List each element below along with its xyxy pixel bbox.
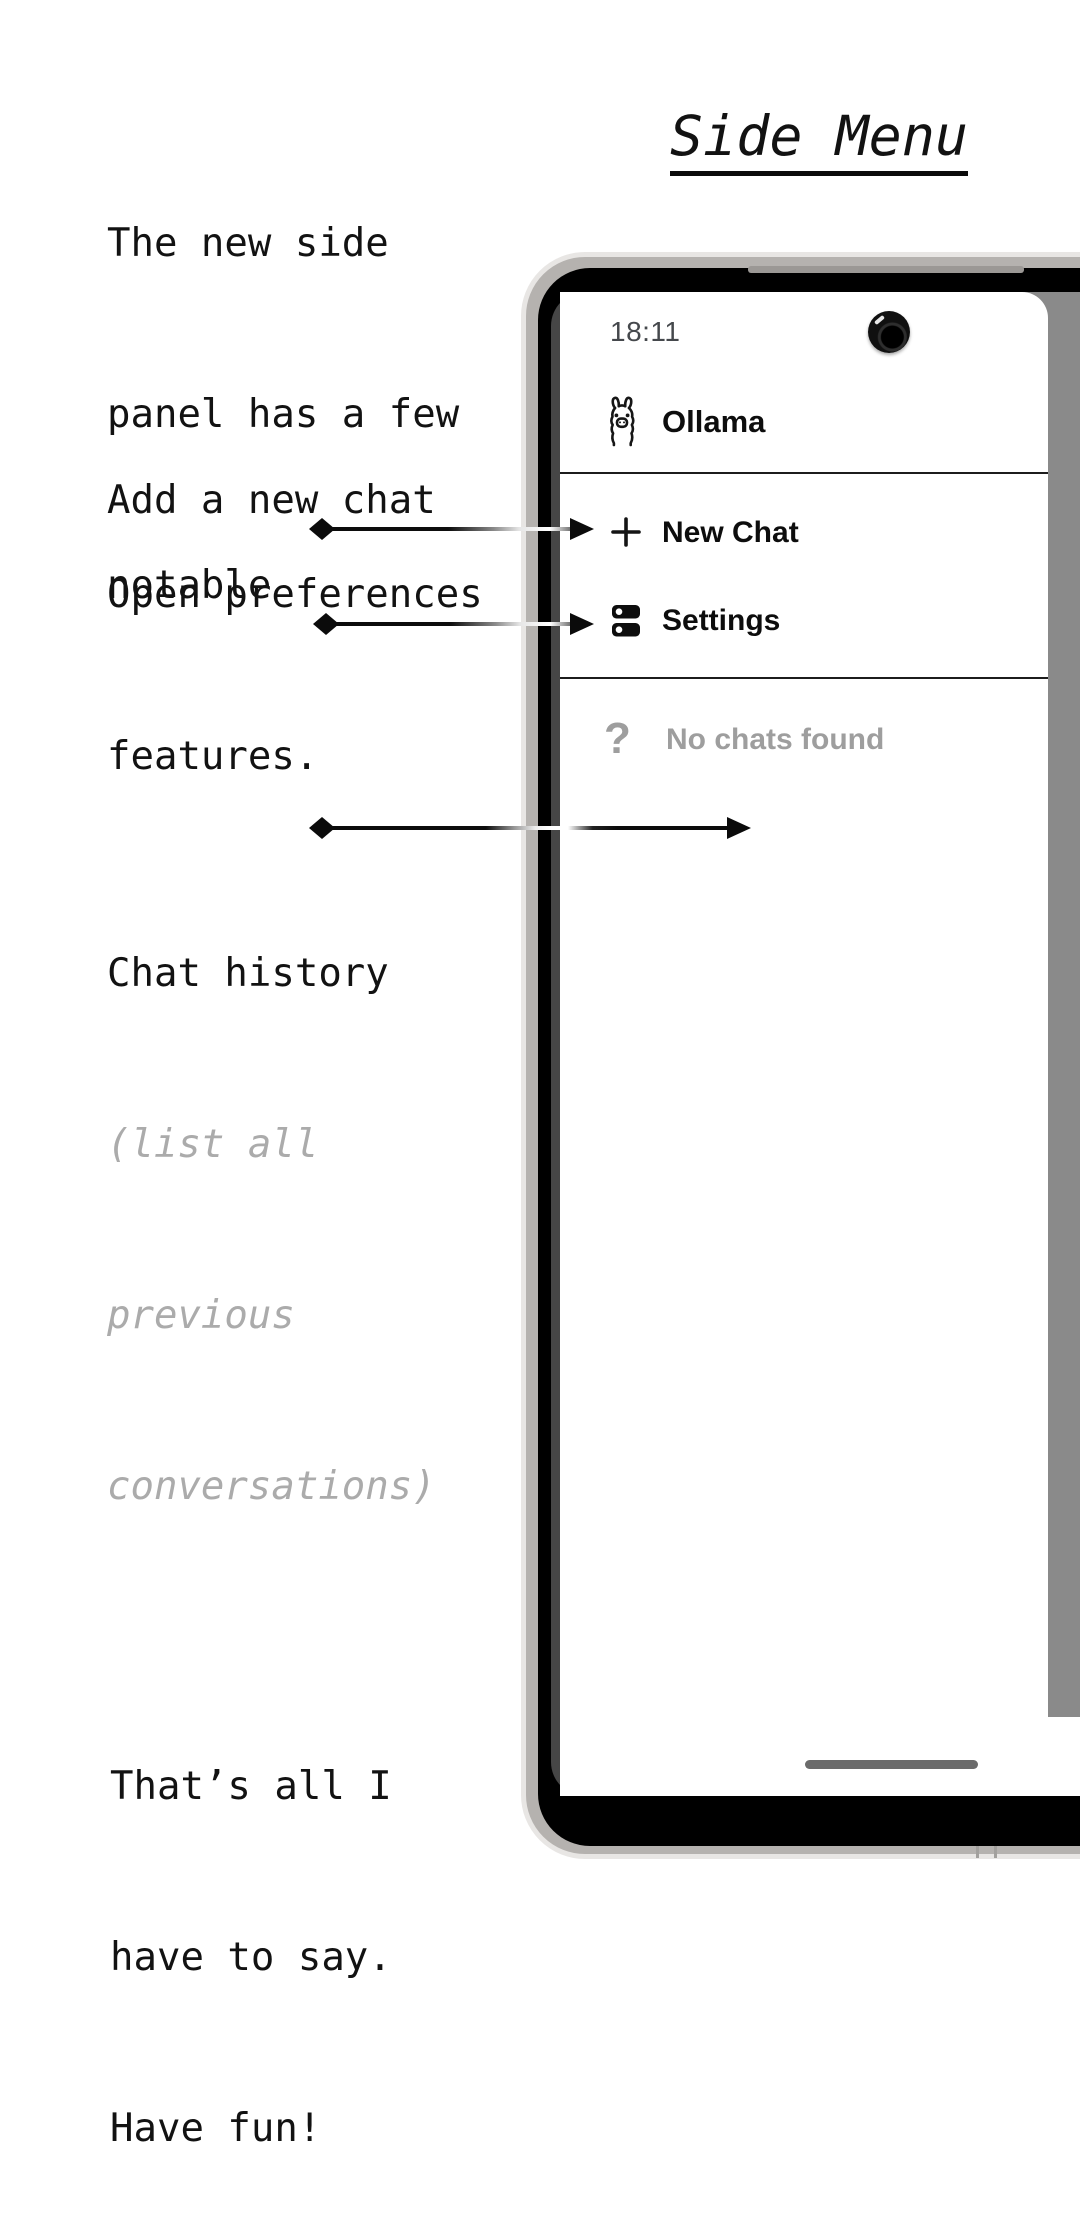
side-drawer [560, 292, 1048, 1796]
page-title: Side Menu [670, 106, 969, 176]
camera-highlight [874, 314, 885, 326]
outro-line: Have fun! [110, 2106, 322, 2151]
dns-icon[interactable] [612, 605, 640, 637]
annotation-chat-history: Chat history (list all previous conversa… [107, 831, 436, 1572]
menu-label-new-chat[interactable]: New Chat [662, 516, 799, 549]
ollama-llama-icon [610, 396, 635, 447]
chat-history-note-line: conversations) [107, 1464, 436, 1509]
annotation-open-preferences: Open preferences [107, 572, 483, 617]
menu-label-settings[interactable]: Settings [662, 604, 781, 637]
status-time: 18:11 [610, 316, 681, 347]
outro-line: That’s all I [110, 1764, 392, 1809]
intro-line: features. [107, 734, 319, 779]
question-mark-icon: ? [604, 714, 631, 763]
gesture-nav-pill[interactable] [805, 1760, 978, 1769]
divider [560, 677, 1048, 679]
chat-history-note-line: previous [107, 1293, 295, 1338]
intro-note: The new side panel has a few notable fea… [107, 101, 459, 842]
frame-antenna-line [976, 1846, 979, 1858]
intro-line: notable [107, 563, 272, 608]
outro-line: have to say. [110, 1935, 392, 1980]
annotation-add-chat: Add a new chat [107, 478, 436, 523]
chat-history-note-line: (list all [107, 1122, 319, 1167]
app-title: Ollama [662, 404, 766, 439]
empty-state-label: No chats found [666, 723, 885, 756]
plus-icon[interactable] [611, 517, 641, 547]
intro-line: panel has a few [107, 392, 460, 437]
intro-line: The new side [107, 221, 389, 266]
divider [560, 472, 1048, 474]
front-camera [868, 311, 910, 353]
frame-antenna-line [994, 1846, 997, 1858]
chat-history-label: Chat history [107, 951, 389, 996]
outro-note: That’s all I have to say. Have fun! [110, 1644, 392, 2214]
phone-antenna-window [748, 266, 1024, 273]
